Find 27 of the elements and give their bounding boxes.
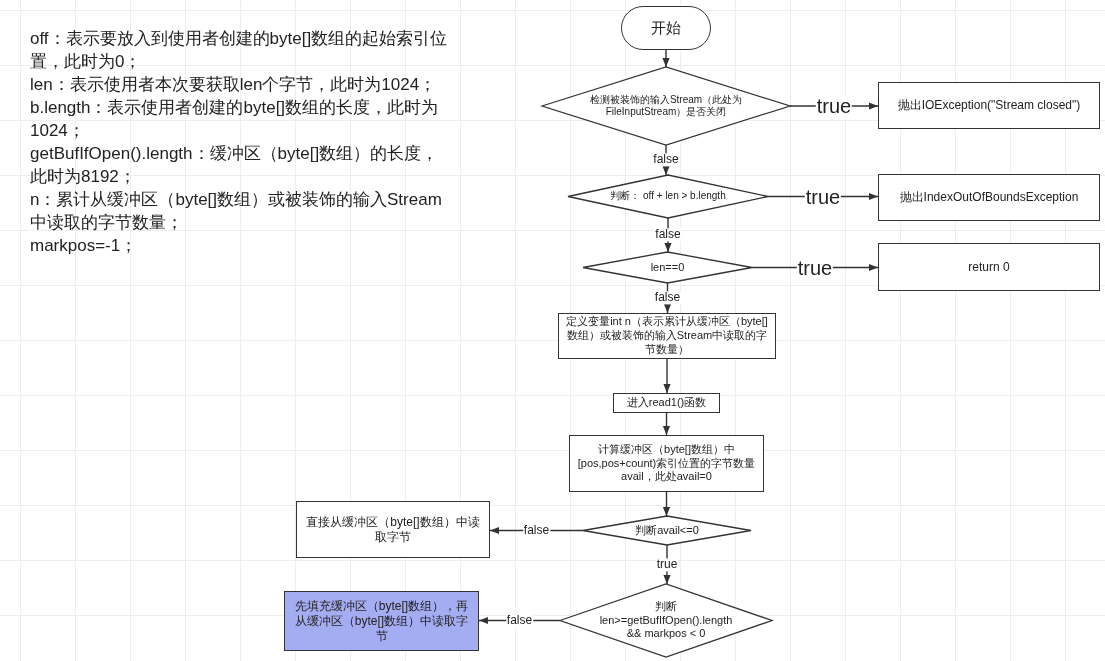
process-box: 先填充缓冲区（byte[]数组），再从缓冲区（byte[]数组）中读取字节 — [284, 591, 479, 651]
process-box: 抛出IOException("Stream closed") — [878, 82, 1100, 129]
process-box: 计算缓冲区（byte[]数组）中[pos,pos+count)索引位置的字节数量avail，此处avail=0 — [569, 435, 764, 492]
edge-label: false — [654, 228, 682, 242]
decision-diamond: 判断： off + len > b.length — [568, 175, 768, 218]
arrow — [662, 412, 671, 436]
decision-diamond: len==0 — [583, 252, 752, 283]
process-box: 抛出IndexOutOfBoundsException — [878, 174, 1100, 221]
arrow — [663, 544, 671, 585]
edge-label: true — [815, 95, 853, 117]
process-box: 定义变量int n（表示累计从缓冲区（byte[]数组）或被装饰的输入Stream中读取的字节数量） — [558, 313, 776, 359]
arrow — [662, 491, 671, 517]
arrow — [663, 358, 671, 394]
note-text: markpos=-1； — [30, 235, 139, 257]
decision-diamond: 检测被装饰的输入Stream（此处为FileInputStream）是否关闭 — [542, 67, 790, 145]
process-box: 直接从缓冲区（byte[]数组）中读取字节 — [296, 501, 490, 558]
decision-diamond: 判断avail<=0 — [583, 516, 751, 545]
decision-diamond: 判断 len>=getBufIfOpen().length && markpos < 0 — [560, 584, 772, 657]
arrow — [662, 49, 670, 68]
start-terminal: 开始 — [621, 6, 711, 50]
edge-label: false — [652, 153, 680, 167]
note-text: len：表示使用者本次要获取len个字节，此时为1024； — [30, 74, 438, 96]
edge-label: true — [655, 557, 679, 572]
process-box: 进入read1()函数 — [613, 393, 720, 413]
edge-label: false — [505, 613, 534, 628]
edge-label: false — [653, 291, 682, 305]
process-box: return 0 — [878, 243, 1100, 291]
